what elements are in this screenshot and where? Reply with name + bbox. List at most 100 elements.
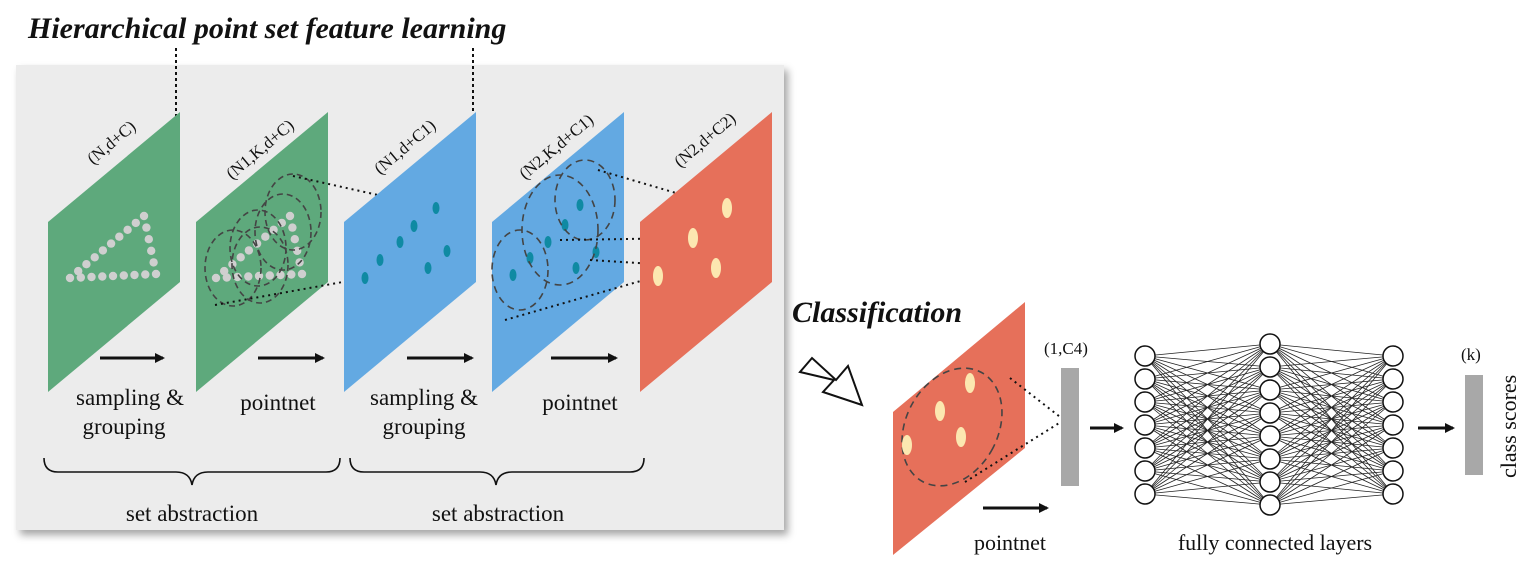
fc-connection <box>1144 458 1271 495</box>
classification-title: Classification <box>792 296 962 329</box>
fc-neuron <box>1382 368 1404 390</box>
point <box>288 223 297 232</box>
point <box>123 225 132 234</box>
fc-connection <box>1269 447 1394 506</box>
point <box>269 225 278 234</box>
global-feature-bar <box>1061 368 1079 486</box>
point <box>244 272 253 281</box>
point <box>90 253 99 262</box>
grouped-points <box>211 211 307 283</box>
point <box>293 246 302 255</box>
fc-connection <box>1144 435 1271 495</box>
point <box>115 232 124 241</box>
projection-lines-3 <box>964 377 1065 483</box>
classification-pointnet-label: pointnet <box>974 530 1046 555</box>
point <box>149 258 158 267</box>
fc-connection <box>1144 366 1271 495</box>
fc-neuron <box>1382 414 1404 436</box>
abstracted-points <box>653 198 732 286</box>
step-label-sampling-2-line2: grouping <box>382 414 466 439</box>
global-grouping-circle <box>901 367 1003 487</box>
fc-neuron <box>1259 494 1281 516</box>
fc-connection <box>1144 343 1271 449</box>
point <box>98 272 107 281</box>
fc-connection <box>1269 355 1394 414</box>
point <box>297 269 307 279</box>
grouping-circles-2 <box>491 159 616 311</box>
set-abstraction-label-1: set abstraction <box>126 501 259 526</box>
point <box>141 270 150 279</box>
set-abstraction-label-2: set abstraction <box>432 501 565 526</box>
point <box>220 266 229 276</box>
fc-neuron <box>1259 448 1281 470</box>
diagram-title: Hierarchical point set feature learning <box>27 12 506 45</box>
class-scores-bar <box>1465 375 1483 475</box>
fc-neuron <box>1382 483 1404 505</box>
point <box>151 269 161 279</box>
fc-connection <box>1144 343 1271 495</box>
grouped-points-plane <box>196 112 328 392</box>
fc-connection <box>1269 493 1394 506</box>
point <box>236 253 245 262</box>
point <box>233 272 242 282</box>
point <box>74 266 83 276</box>
point <box>130 270 139 280</box>
fc-connection <box>1144 412 1271 495</box>
point <box>87 272 96 282</box>
point <box>65 273 75 283</box>
point <box>98 246 108 255</box>
fc-neuron <box>1259 356 1281 378</box>
regrouped-points-plane <box>492 112 624 392</box>
fc-connection <box>1269 355 1394 368</box>
class-scores-label: class scores <box>1496 375 1521 478</box>
point <box>106 239 116 248</box>
point <box>108 271 118 281</box>
step-label-sampling-2-line1: sampling & <box>370 385 478 410</box>
regrouped-points <box>509 199 600 281</box>
fc-neuron <box>1382 437 1404 459</box>
step-label-sampling-1-line1: sampling & <box>76 385 184 410</box>
fc-neuron <box>1259 379 1281 401</box>
fc-connection <box>1144 343 1271 380</box>
fc-layers-label: fully connected layers <box>1178 530 1372 555</box>
fc-neuron <box>1134 437 1156 459</box>
point <box>139 211 149 221</box>
fc-neuron <box>1382 391 1404 413</box>
point <box>287 270 296 279</box>
fc-connection <box>1269 470 1394 506</box>
point <box>147 246 156 255</box>
input-point-plane <box>48 112 180 392</box>
point <box>244 246 254 255</box>
centroid-points-1 <box>361 202 451 284</box>
fc-connection <box>1144 343 1271 357</box>
point <box>276 270 285 280</box>
point <box>82 260 91 269</box>
centroid-feature-plane <box>344 112 476 392</box>
fc-neuron <box>1134 414 1156 436</box>
global-feature-dim: (1,C4) <box>1044 339 1088 358</box>
projection-lines-1 <box>214 175 437 306</box>
point <box>290 235 299 244</box>
projection-lines-2 <box>504 169 728 321</box>
fc-neuron <box>1134 368 1156 390</box>
point <box>211 273 221 283</box>
hollow-arrow <box>798 356 864 407</box>
point <box>131 218 140 228</box>
abstracted-feature-plane <box>640 112 772 392</box>
fc-connection <box>1269 355 1394 391</box>
point <box>285 211 295 221</box>
output-dim: (k) <box>1461 345 1481 364</box>
point <box>76 273 86 282</box>
fc-connection <box>1144 389 1271 495</box>
fc-neuron <box>1382 345 1404 367</box>
point <box>142 223 151 232</box>
fc-connection <box>1144 343 1271 472</box>
fc-connection <box>1144 481 1271 495</box>
classification-points <box>902 373 975 455</box>
point <box>119 271 128 280</box>
brace-set-abstraction-2 <box>349 457 645 486</box>
grouping-circles-1 <box>204 173 322 307</box>
point <box>144 235 153 244</box>
input-points <box>65 211 161 283</box>
